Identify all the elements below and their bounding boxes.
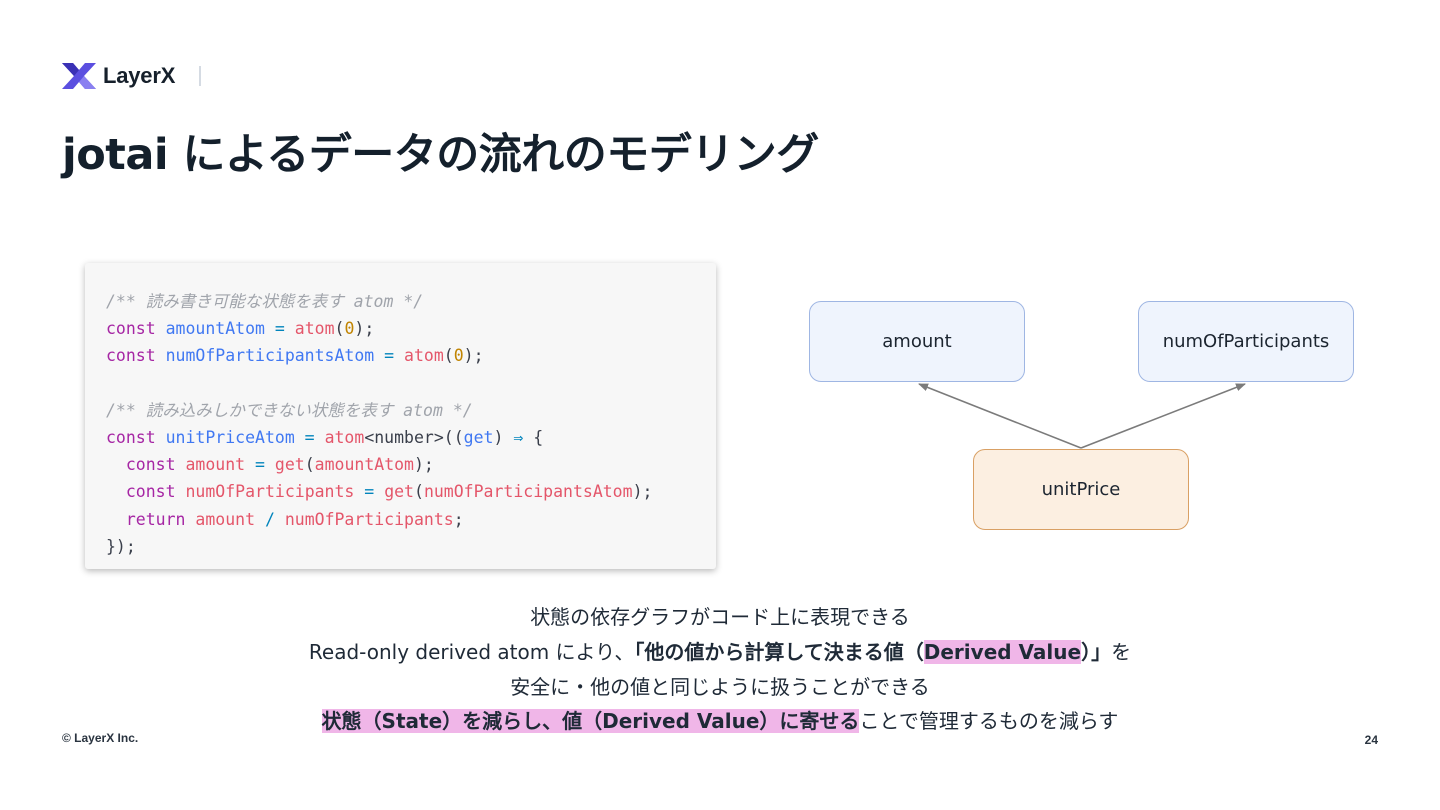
code-token: (	[304, 455, 315, 475]
code-token: /** 読み書き可能な状態を表す atom */	[106, 292, 424, 311]
caption-line-2-suffix: を	[1111, 640, 1132, 664]
code-token: );	[414, 455, 434, 475]
code-line: return amount / numOfParticipants;	[106, 506, 716, 533]
code-token: atom	[294, 319, 335, 339]
caption-line-4-suffix: ことで管理するものを減らす	[859, 709, 1119, 733]
code-token: (	[334, 319, 345, 339]
code-token: get	[463, 427, 494, 447]
code-token: const	[106, 319, 166, 339]
code-token: amount	[185, 455, 246, 475]
node-amount: amount	[809, 301, 1025, 382]
node-unit-price-label: unitPrice	[1041, 479, 1121, 500]
brand-logo: LayerX	[62, 61, 202, 91]
code-line: const amount = get(amountAtom);	[106, 451, 716, 478]
code-token: const	[106, 346, 166, 366]
code-token: amount	[195, 509, 256, 529]
code-token: const	[106, 427, 166, 447]
caption-derived-value-highlight: Derived Value	[923, 640, 1082, 664]
code-token: numOfParticipants	[284, 509, 454, 529]
code-token: amountAtom	[314, 455, 414, 475]
code-token: =	[264, 319, 295, 339]
code-token: <	[364, 427, 375, 447]
code-token: get	[274, 455, 305, 475]
code-token: )	[493, 427, 514, 447]
caption-line-2: Read-only derived atom により、「他の値から計算して決まる…	[0, 636, 1440, 665]
code-token: >((	[433, 427, 464, 447]
slide-title: jotai によるデータの流れのモデリング	[62, 130, 819, 180]
caption-line-3: 安全に・他の値と同じように扱うことができる	[510, 675, 930, 699]
brand-name: LayerX	[103, 63, 176, 88]
edge-unitprice-to-amount	[918, 383, 1082, 449]
code-token: {	[523, 427, 544, 447]
node-num-of-participants: numOfParticipants	[1138, 301, 1354, 382]
code-token: atom	[404, 346, 444, 366]
code-token: get	[384, 482, 414, 502]
code-token: );	[632, 482, 653, 502]
code-line: const unitPriceAtom = atom<number>((get)…	[106, 424, 716, 451]
code-block: /** 読み書き可能な状態を表す atom */ const amountAtom…	[85, 263, 716, 569]
code-token: ⇒	[513, 427, 524, 447]
code-token: const	[106, 455, 186, 475]
code-token: amountAtom	[165, 319, 265, 339]
code-token: const	[106, 482, 186, 502]
code-token: numOfParticipantsAtom	[165, 346, 375, 366]
code-line: const numOfParticipants = get(numOfParti…	[106, 478, 716, 505]
code-token: (	[414, 482, 424, 502]
code-token: /** 読み込みしかできない状態を表す atom */	[106, 400, 473, 420]
code-token: (	[443, 346, 454, 366]
layerx-logo-icon	[62, 63, 96, 89]
node-participants-label: numOfParticipants	[1162, 331, 1330, 352]
caption-line-2-prefix: Read-only derived atom により、	[308, 640, 635, 664]
code-line: const numOfParticipantsAtom = atom(0);	[106, 342, 716, 369]
code-token: unitPriceAtom	[165, 427, 295, 447]
code-line: /** 読み込みしかできない状態を表す atom */	[106, 397, 716, 424]
code-token	[106, 374, 116, 393]
code-token: );	[354, 319, 375, 339]
caption-line-4: 状態（State）を減らし、値（Derived Value）に寄せることで管理す…	[0, 705, 1440, 734]
code-token: /	[255, 509, 285, 529]
caption-line-1: 状態の依存グラフがコード上に表現できる	[530, 605, 910, 629]
code-token: =	[354, 482, 385, 502]
node-amount-label: amount	[882, 331, 952, 352]
code-line	[106, 370, 716, 397]
code-token: return	[106, 509, 196, 529]
code-line: });	[106, 533, 716, 560]
code-token: numOfParticipantsAtom	[423, 482, 633, 502]
code-token: =	[294, 427, 325, 447]
page-number: 24	[1364, 733, 1378, 747]
code-token: =	[374, 346, 405, 366]
code-token: numOfParticipants	[185, 482, 355, 502]
edge-unitprice-to-participants	[1080, 383, 1246, 449]
code-token: 0	[344, 319, 355, 339]
code-token: atom	[324, 427, 365, 447]
code-token: });	[106, 536, 136, 556]
caption-line-2-bold-open: 「他の値から計算して決まる値（	[634, 640, 924, 664]
node-unit-price: unitPrice	[973, 449, 1189, 530]
copyright: © LayerX Inc.	[62, 731, 139, 745]
code-token: 0	[453, 346, 464, 366]
logo-divider	[199, 66, 202, 86]
code-token: =	[245, 455, 275, 475]
code-token: );	[463, 346, 484, 366]
code-line: /** 読み書き可能な状態を表す atom */	[106, 288, 716, 315]
code-token: number	[374, 427, 434, 447]
code-token: ;	[453, 509, 464, 529]
caption-line-4-highlight: 状態（State）を減らし、値（Derived Value）に寄せる	[321, 709, 860, 733]
caption-line-2-bold-close: ）」	[1081, 640, 1112, 664]
code-line: const amountAtom = atom(0);	[106, 315, 716, 342]
